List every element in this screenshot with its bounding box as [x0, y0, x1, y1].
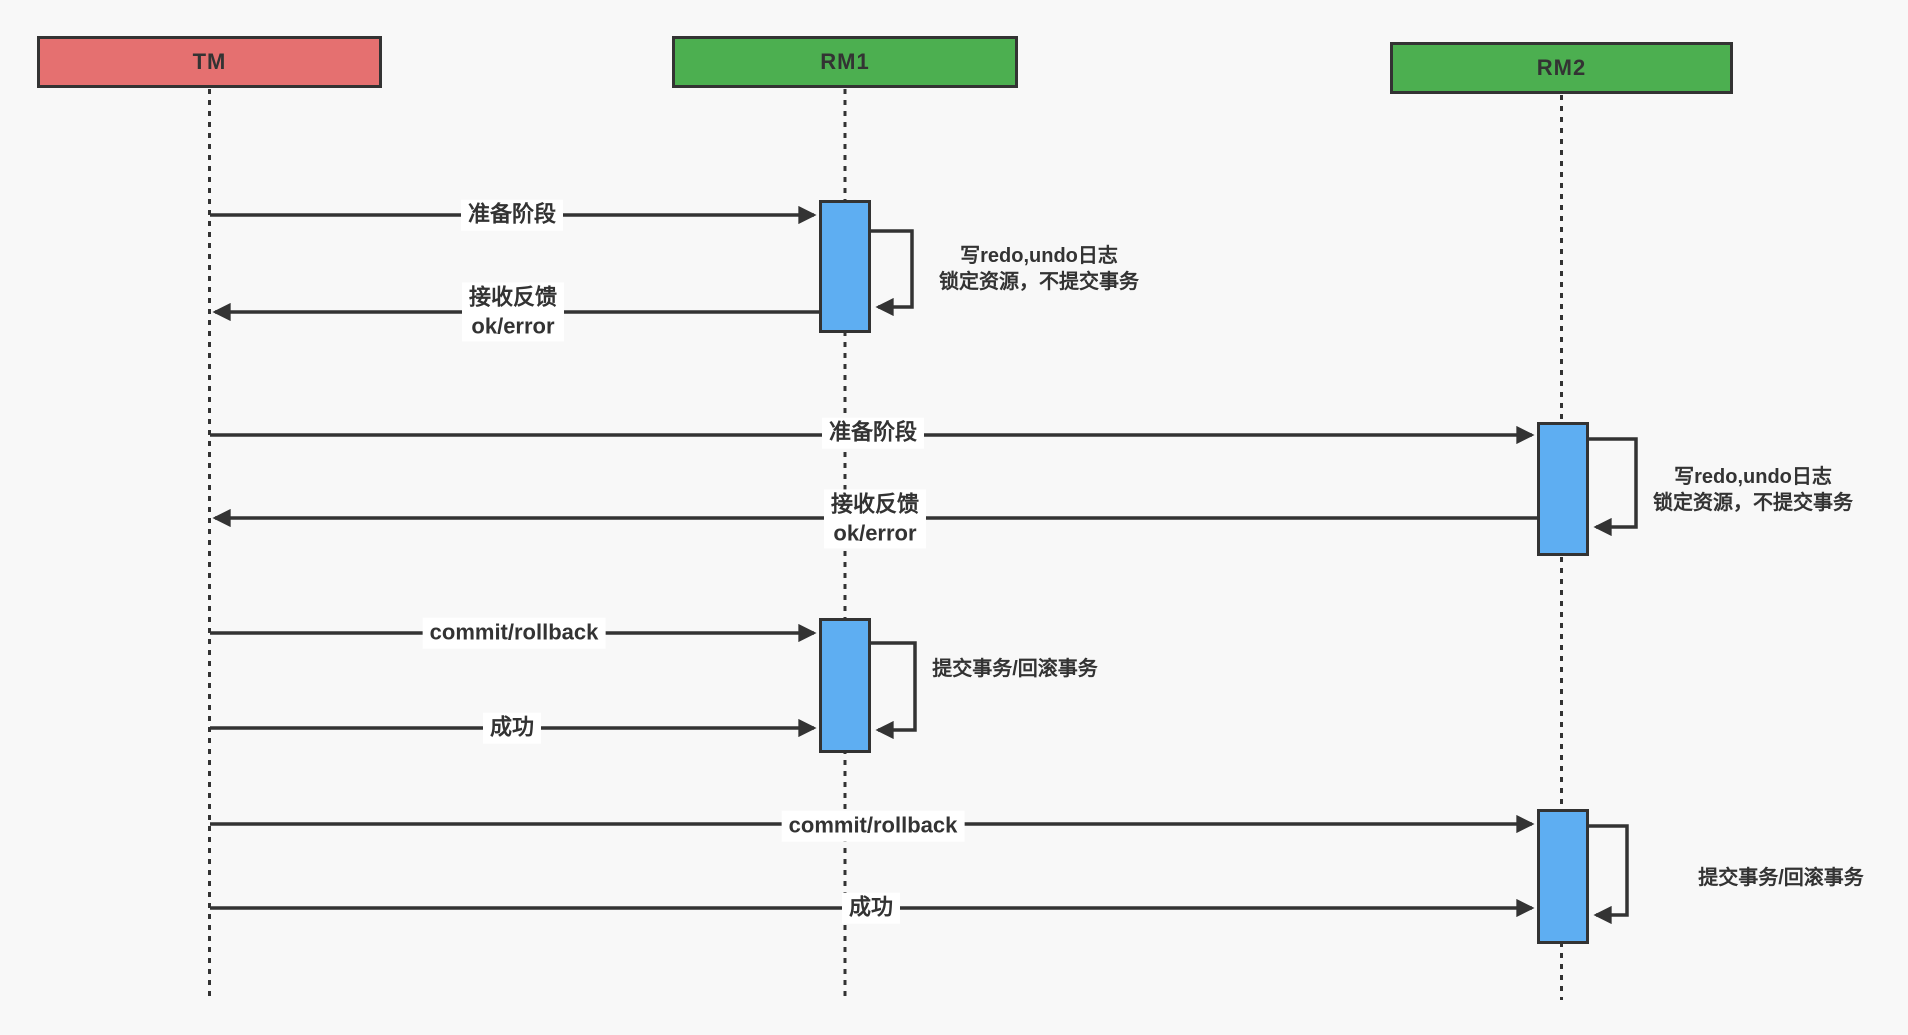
actor-tm: TM: [37, 36, 382, 88]
self-message-note-rm1-prepare: 写redo,undo日志 锁定资源，不提交事务: [939, 245, 1139, 293]
activation-rm1-prepare: [819, 200, 871, 333]
self-loop-rm1-commit: [871, 641, 917, 740]
message-label-success-rm2: 成功: [841, 892, 901, 924]
message-label-success-rm1: 成功: [482, 712, 542, 744]
self-message-note-rm2-prepare: 写redo,undo日志 锁定资源，不提交事务: [1653, 466, 1853, 514]
message-label-prepare-rm1: 准备阶段: [460, 199, 564, 231]
self-loop-rm2-prepare: [1589, 437, 1638, 537]
self-loop-rm2-commit: [1589, 824, 1629, 925]
activation-rm2-commit: [1537, 809, 1589, 944]
activation-rm1-commit: [819, 618, 871, 753]
message-label-feedback-rm2: 接收反馈 ok/error: [823, 489, 927, 549]
self-loop-rm1-prepare: [871, 229, 914, 317]
message-label-commit-rm1: commit/rollback: [422, 617, 606, 649]
activation-rm2-prepare: [1537, 422, 1589, 556]
self-message-note-rm1-commit: 提交事务/回滚事务: [932, 658, 1098, 680]
self-message-note-rm2-commit: 提交事务/回滚事务: [1698, 867, 1864, 889]
actor-rm1: RM1: [672, 36, 1018, 88]
message-label-prepare-rm2: 准备阶段: [821, 417, 925, 449]
actor-rm2: RM2: [1390, 42, 1733, 94]
message-label-commit-rm2: commit/rollback: [781, 810, 965, 842]
message-label-feedback-rm1: 接收反馈 ok/error: [461, 282, 565, 342]
